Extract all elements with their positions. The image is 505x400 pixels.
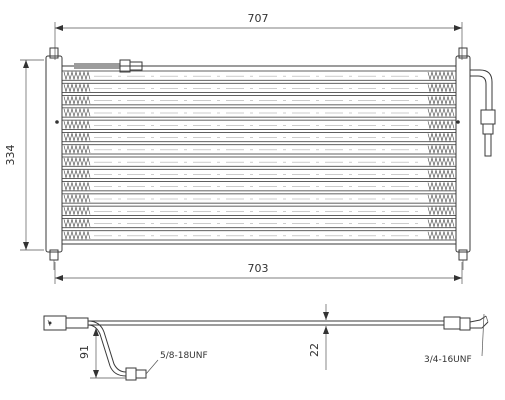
condenser-tube xyxy=(61,119,457,130)
condenser-tube xyxy=(61,95,457,106)
dimension-bottom-offset-label: 22 xyxy=(308,343,321,357)
condenser-tube xyxy=(61,205,457,216)
condenser-tube xyxy=(61,218,457,229)
pipe-right-nut xyxy=(459,317,471,331)
dimension-top-width: 707 xyxy=(54,12,463,60)
condenser-tube xyxy=(61,156,457,167)
dimension-side-offset-label: 91 xyxy=(78,345,91,359)
left-header-cap-top xyxy=(49,47,59,59)
condenser-core xyxy=(45,47,471,270)
dimension-height: 334 xyxy=(4,59,44,251)
condenser-tube xyxy=(61,144,457,155)
mount-point-left xyxy=(55,120,59,124)
right-header-tank xyxy=(455,55,471,253)
dimension-top-width-label: 707 xyxy=(248,12,269,25)
thread-callouts: 5/8-18UNF 3/4-16UNF xyxy=(145,351,472,375)
right-thread-label: 3/4-16UNF xyxy=(424,355,472,365)
condenser-tube xyxy=(61,181,457,192)
condenser-tubes xyxy=(61,70,457,241)
dimension-bottom-offset: 22 xyxy=(308,304,329,370)
condenser-tube xyxy=(61,82,457,93)
inlet-fitting-end xyxy=(129,61,143,71)
dimension-height-label: 334 xyxy=(4,145,17,166)
pipe-right-fitting xyxy=(443,316,461,330)
pipe-left-sleeve xyxy=(65,317,89,329)
condenser-tube xyxy=(61,70,457,81)
condenser-tube xyxy=(61,193,457,204)
pipe-left-fitting xyxy=(43,315,67,331)
dimension-side-offset: 91 xyxy=(78,328,126,379)
condenser-tube xyxy=(61,230,457,241)
outlet-pipe-right xyxy=(470,69,496,157)
branch-fitting-end xyxy=(135,369,147,379)
inlet-pipe-top xyxy=(62,59,143,73)
left-header-tank xyxy=(45,55,63,253)
left-thread-label: 5/8-18UNF xyxy=(160,351,208,361)
condenser-tube xyxy=(61,107,457,118)
dimension-bottom-width-label: 703 xyxy=(248,262,269,275)
right-header-cap-top xyxy=(458,47,468,59)
dimension-bottom-width: 703 xyxy=(54,262,463,284)
branch-fitting-nut xyxy=(125,367,137,381)
outlet-fitting-stem xyxy=(484,133,492,157)
outlet-fitting-nut xyxy=(480,109,496,125)
condenser-tube xyxy=(61,168,457,179)
pipe-assembly xyxy=(43,313,489,381)
mount-point-right xyxy=(456,120,460,124)
condenser-tube xyxy=(61,132,457,143)
outlet-fitting-end xyxy=(482,123,494,135)
